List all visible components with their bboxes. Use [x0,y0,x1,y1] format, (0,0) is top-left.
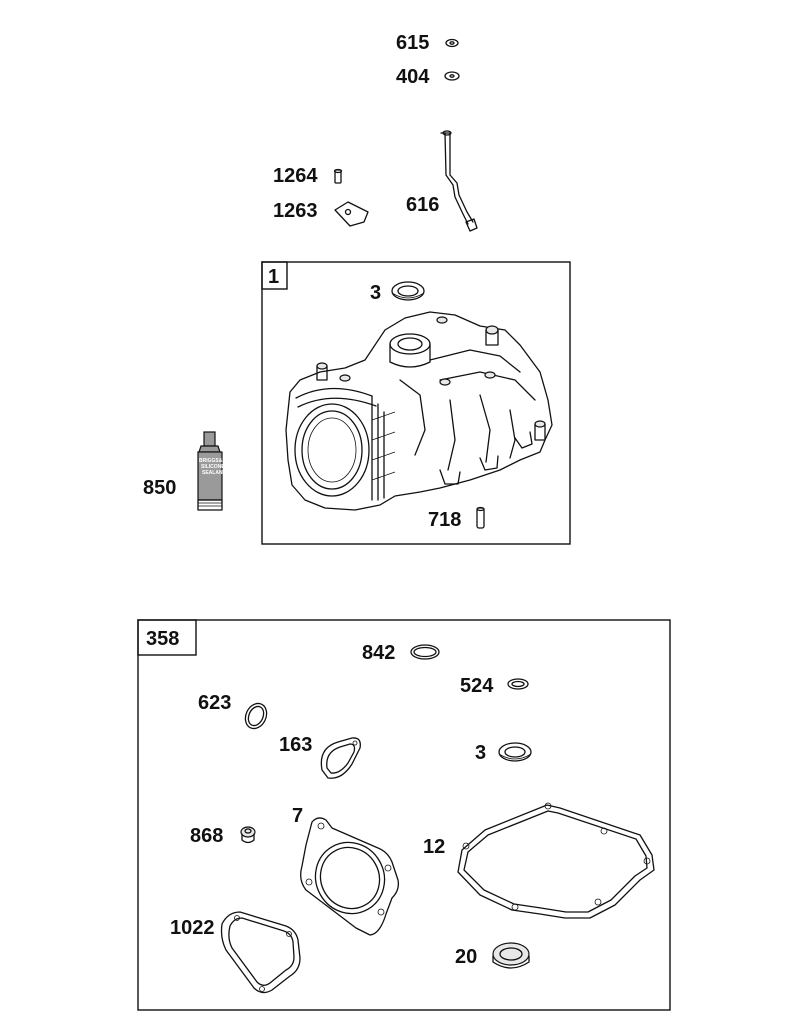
label-12: 12 [423,836,445,858]
cylinder-assembly-tag [261,261,288,290]
label-163: 163 [279,734,312,756]
label-1264: 1264 [273,165,318,187]
label-615: 615 [396,32,429,54]
label-524: 524 [460,675,494,697]
group-label-358: 358 [146,628,179,650]
bracket-1263 [334,201,369,227]
label-3-bottom: 3 [475,742,486,764]
plug-868 [240,826,256,844]
washer-615 [445,38,459,48]
group-label-1: 1 [268,266,279,288]
label-850: 850 [143,477,176,499]
o-ring-842 [410,644,440,660]
washer-404 [444,71,460,81]
label-1022: 1022 [170,917,215,939]
tube-label-line1: BRIGGS&STRATTON [199,458,249,464]
label-616: 616 [406,194,439,216]
gasket-1022 [220,911,301,994]
label-20: 20 [455,946,477,968]
label-7: 7 [292,805,303,827]
cylinder-block [285,311,553,511]
tube-label-line3: SEALANT [202,470,226,476]
oil-seal-3-top [391,281,425,301]
screw-1264 [333,168,343,184]
label-623: 623 [198,692,231,714]
oil-seal-20 [492,942,530,969]
tube-label-line2: SILICONE [201,464,225,470]
o-ring-623 [244,702,268,730]
dowel-pin-718 [476,506,485,529]
gasket-set-box [137,619,671,1011]
cylinder-assembly-box [261,261,571,545]
oil-seal-3-bottom [498,742,532,762]
dipstick-tube-616 [440,130,478,232]
head-gasket-7 [300,817,400,936]
label-404: 404 [396,66,430,88]
gasket-set-tag [137,619,197,656]
sealant-tube-850: BRIGGS&STRATTON SILICONE SEALANT [197,431,249,511]
label-1263: 1263 [273,200,318,222]
label-3-top: 3 [370,282,381,304]
label-842: 842 [362,642,395,664]
seal-524 [507,678,529,690]
gasket-163 [320,737,361,779]
label-718: 718 [428,509,461,531]
label-868: 868 [190,825,223,847]
crankcase-gasket-12 [457,802,655,919]
